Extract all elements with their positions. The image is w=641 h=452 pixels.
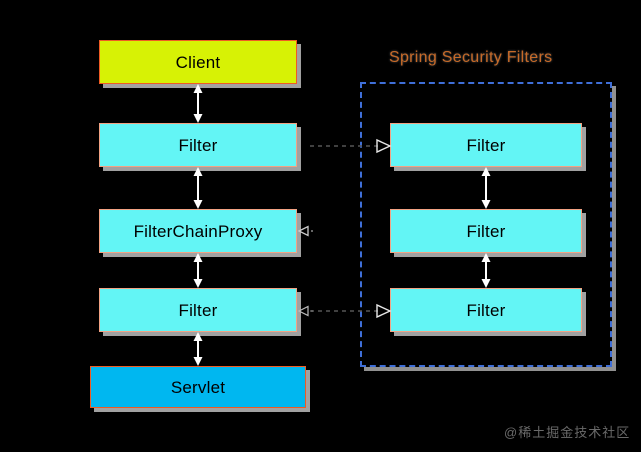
group-panel-spring-security-filters [360,82,612,367]
node-client[interactable]: Client [99,40,297,84]
node-filter-2[interactable]: Filter [99,288,297,332]
edge-filterchainproxy-filter2 [191,253,205,288]
node-filterchainproxy[interactable]: FilterChainProxy [99,209,297,253]
node-sec-filter-1-label: Filter [466,135,506,155]
node-servlet-label: Servlet [170,377,226,397]
node-servlet[interactable]: Servlet [90,366,306,408]
watermark: @稀土掘金技术社区 [504,422,630,441]
node-sec-filter-3-label: Filter [466,300,506,320]
group-title-spring-security-filters: Spring Security Filters [389,49,552,67]
node-sec-filter-2[interactable]: Filter [390,209,582,253]
edge-secfilter2-secfilter3 [479,253,493,288]
edge-filterchainproxy-to-secfilter3 [310,301,392,321]
node-sec-filter-1[interactable]: Filter [390,123,582,167]
watermark-text: @稀土掘金技术社区 [504,425,631,440]
node-client-label: Client [175,52,221,72]
edge-client-filter1 [191,84,205,123]
node-filter-1[interactable]: Filter [99,123,297,167]
node-sec-filter-3[interactable]: Filter [390,288,582,332]
edge-filter2-servlet [191,332,205,366]
node-filterchainproxy-label: FilterChainProxy [133,221,263,241]
node-filter-1-label: Filter [178,135,218,155]
edge-secfilter1-secfilter2 [479,167,493,209]
edge-filterchainproxy-outbound-stub [297,222,315,240]
node-filter-2-label: Filter [178,300,218,320]
group-title-text: Spring Security Filters [389,49,553,66]
edge-filter1-filterchainproxy [191,167,205,209]
edge-return-to-filter2-stub [297,302,315,320]
edge-filterchainproxy-to-secfilter1 [310,136,392,156]
node-sec-filter-2-label: Filter [466,221,506,241]
